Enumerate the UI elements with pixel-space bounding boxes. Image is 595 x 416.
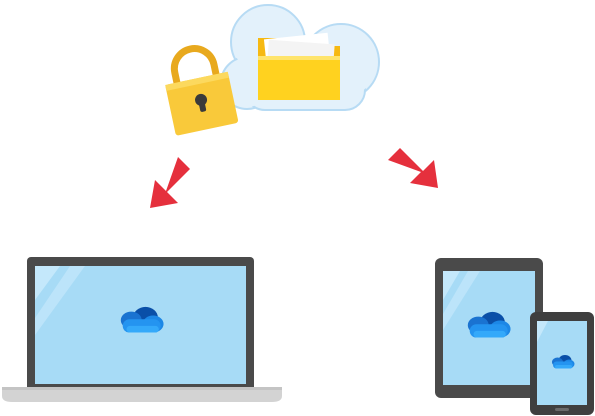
cloud-storage	[165, 4, 380, 136]
arrow-down-right-icon	[388, 148, 438, 188]
padlock-icon	[165, 45, 239, 136]
phone	[530, 312, 594, 415]
laptop	[2, 257, 282, 402]
arrow-down-left-icon	[150, 157, 190, 208]
folder-icon	[258, 32, 340, 100]
tablet	[435, 258, 543, 398]
